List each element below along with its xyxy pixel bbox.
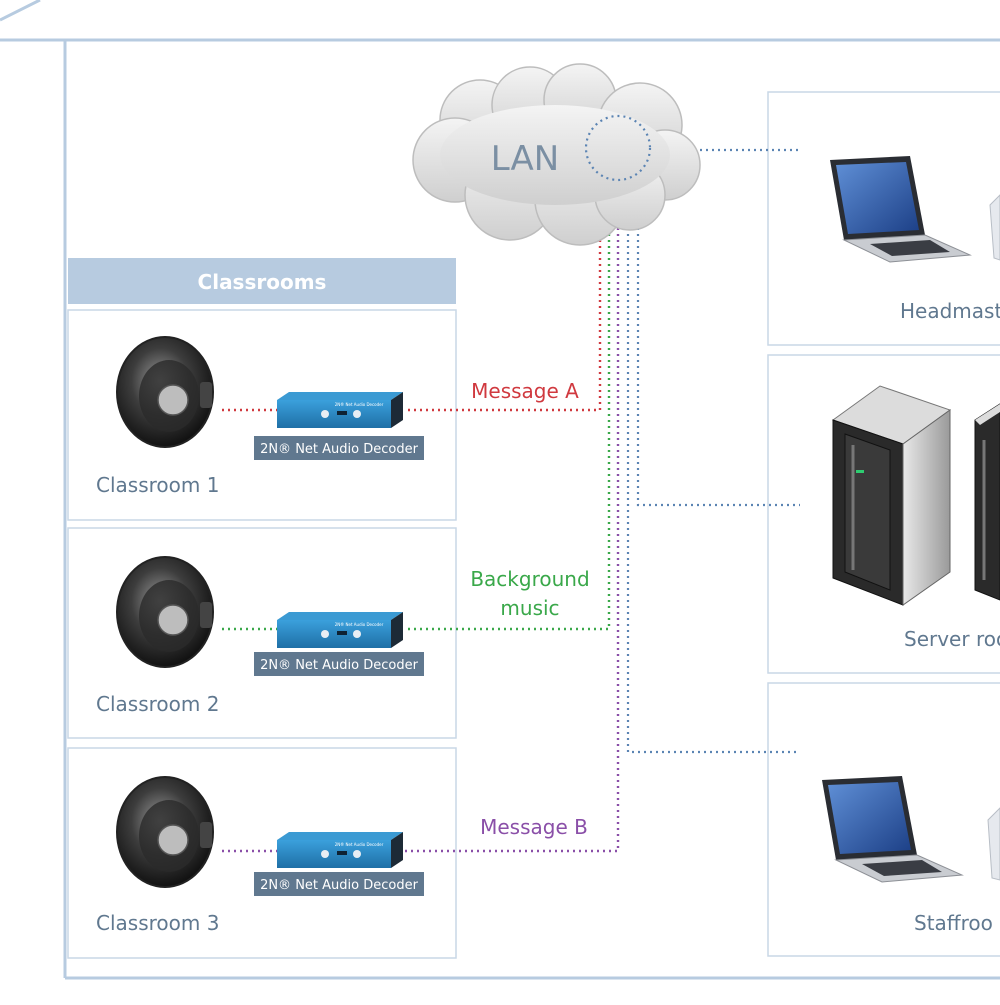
decoder-label-box-2 (254, 652, 424, 676)
headmaster-room-name: Headmast (900, 299, 1000, 323)
server-rack-icon-2 (974, 403, 1000, 601)
classroom-3-name: Classroom 3 (96, 911, 219, 935)
decoder-3: 2N® Net Audio Decoder (277, 832, 403, 868)
decoder-faceplate: 2N® Net Audio Decoder (335, 622, 384, 627)
link-server (636, 180, 800, 507)
laptop-icon (830, 156, 972, 263)
decoder-label-3: 2N® Net Audio Decoder (260, 878, 419, 893)
stream-label-background-2: music (500, 596, 559, 620)
stream-label-message-b: Message B (480, 815, 588, 839)
classroom-2-name: Classroom 2 (96, 692, 219, 716)
staffroom-name: Staffroo (914, 911, 993, 935)
decoder-label-1: 2N® Net Audio Decoder (260, 442, 419, 457)
device-partial-icon (989, 194, 1000, 261)
lan-cloud: LAN (412, 63, 701, 246)
device-partial-icon (987, 807, 1000, 881)
decoder-faceplate: 2N® Net Audio Decoder (335, 842, 384, 847)
decoder-label-box-1 (254, 436, 424, 460)
building-outline (0, 0, 1000, 980)
decoder-label-2: 2N® Net Audio Decoder (260, 658, 419, 673)
link-staffroom (626, 180, 800, 754)
decoder-faceplate: 2N® Net Audio Decoder (335, 402, 384, 407)
stream-label-message-a: Message A (471, 379, 579, 403)
classrooms-header-bar (68, 258, 456, 304)
classrooms-header: Classrooms (198, 270, 327, 294)
speaker-2-icon (116, 556, 214, 668)
lan-label: LAN (491, 139, 559, 179)
lan-hub (584, 114, 652, 182)
wire-message-a (404, 180, 602, 412)
speaker-3-icon (116, 776, 214, 888)
decoder-label-box-3 (254, 872, 424, 896)
laptop-icon (822, 776, 964, 883)
classroom-1-name: Classroom 1 (96, 473, 219, 497)
stream-label-background-1: Background (470, 567, 589, 591)
speaker-1-icon (116, 336, 214, 448)
server-rack-icon (831, 385, 952, 606)
decoder-2: 2N® Net Audio Decoder (277, 612, 403, 648)
decoder-1: 2N® Net Audio Decoder (277, 392, 403, 428)
wire-message-b (404, 180, 620, 853)
server-room-name: Server roo (904, 627, 1000, 651)
